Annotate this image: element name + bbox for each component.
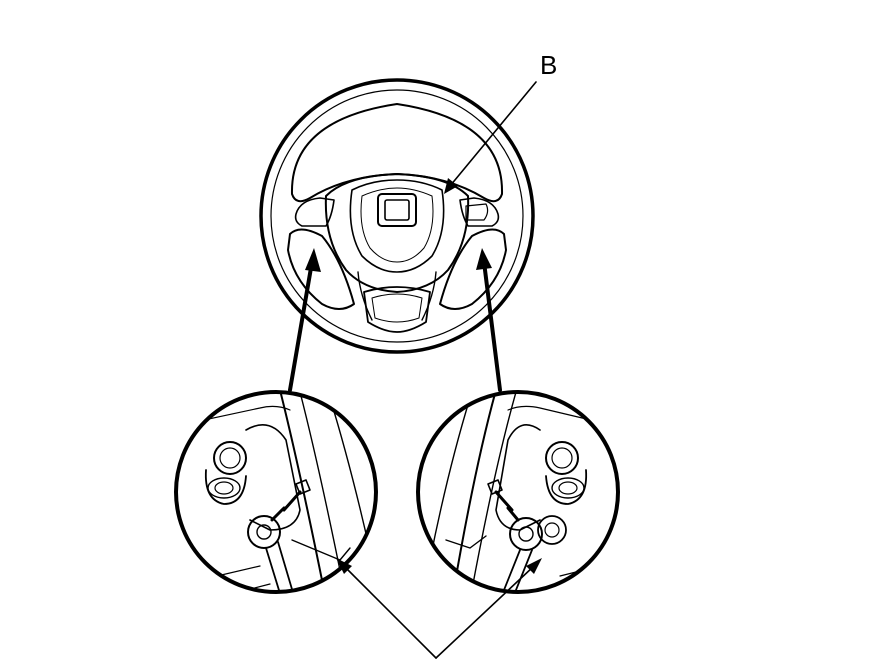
arrow-right-head (476, 248, 492, 270)
emblem-outer (377, 193, 417, 227)
wheel-rim-inner (270, 89, 524, 343)
airbag-cover-inner (360, 187, 434, 263)
left-detail-border (174, 390, 378, 594)
right-tool-extension (506, 506, 520, 522)
arrowhead-b (444, 178, 458, 194)
right-connector-top-inner (551, 447, 573, 469)
right-switch-panel (459, 197, 500, 227)
right-detail-lower-trim (445, 535, 487, 549)
leader-v-left (343, 565, 437, 659)
right-switch-button (465, 203, 489, 221)
left-detail-lower-trim (291, 539, 351, 561)
wheel-lower-right-opening (439, 228, 507, 310)
right-connector-top (545, 441, 579, 475)
left-detail-rim (279, 392, 327, 592)
lower-spoke-right-edge (421, 271, 437, 321)
wheel-lower-left-opening (287, 228, 355, 310)
right-detail-trim (507, 405, 617, 427)
right-connector-base (551, 477, 585, 499)
right-tool-socket (509, 517, 543, 551)
wheel-upper-opening (290, 103, 504, 203)
lower-center-panel-inner (371, 293, 423, 323)
left-connector-body (204, 469, 247, 505)
steering-wheel (259, 78, 535, 354)
right-fastener-ring (537, 515, 567, 545)
arrow-right-shaft (482, 260, 502, 392)
right-detail-border (416, 390, 620, 594)
arrow-left-shaft (288, 260, 314, 392)
left-tool-extension (270, 506, 286, 522)
left-switch-panel (294, 197, 335, 227)
right-bolt-head (487, 479, 503, 495)
right-fastener-ring-inner (544, 522, 560, 538)
left-detail-trim (176, 405, 291, 427)
wheel-hub (324, 173, 470, 293)
airbag-cover (349, 179, 445, 273)
leader-lines (288, 81, 542, 659)
right-detail-housing (495, 424, 541, 531)
right-detail-rim-edge (429, 397, 471, 561)
left-connector-base-inner (214, 481, 234, 495)
left-tool-socket-inner (256, 524, 272, 540)
wheel-rim-outer (259, 78, 535, 354)
leader-v-right (435, 565, 535, 659)
leader-b (449, 81, 537, 187)
lower-spoke-left-edge (357, 271, 373, 321)
left-bolt-shaft (282, 490, 302, 512)
left-connector-top-inner (219, 447, 241, 469)
right-connector-body (545, 469, 588, 505)
right-tool-socket-inner (518, 526, 534, 542)
arrow-left-head (305, 248, 321, 272)
right-detail-rim (451, 392, 497, 592)
right-bolt-shaft (494, 490, 514, 512)
left-bolt-head (295, 479, 311, 495)
lower-center-panel (363, 286, 431, 333)
right-detail-view (416, 390, 620, 594)
right-connector-base-inner (558, 481, 578, 495)
left-connector-top (213, 441, 247, 475)
left-tool-socket (247, 515, 281, 549)
right-detail-rim-inner (469, 392, 517, 592)
emblem-inner (384, 199, 410, 221)
right-detail-lower-line (547, 565, 601, 592)
callout-b-label: B (540, 50, 558, 80)
arrowhead-v-right (526, 558, 542, 574)
left-connector-base (207, 477, 241, 499)
